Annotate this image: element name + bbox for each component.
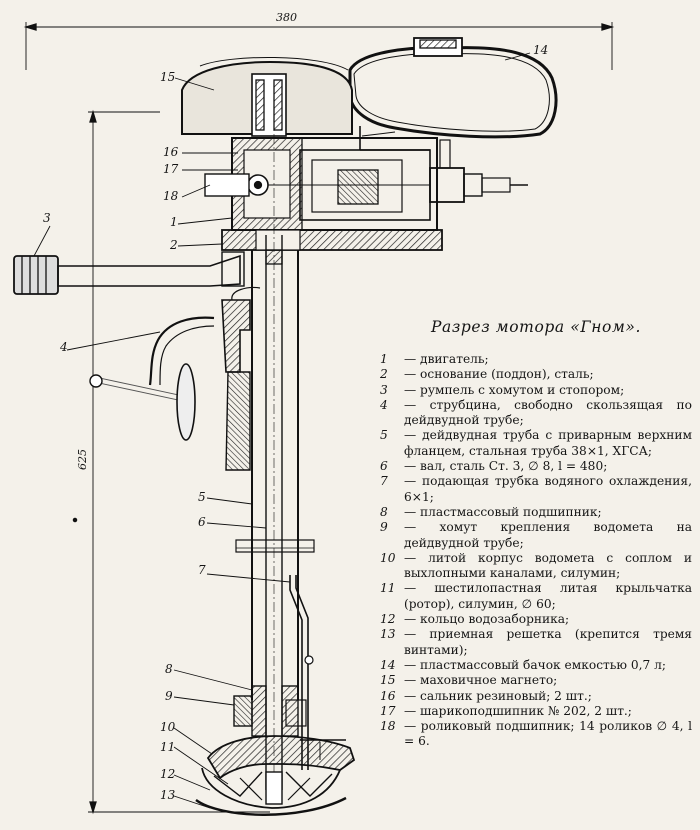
legend-item-text: — румпель с хомутом и стопором; (404, 382, 625, 397)
legend-item-number: 10 (380, 550, 396, 565)
legend-item-number: 8 (380, 504, 388, 519)
legend-item-text: — маховичное магнето; (404, 673, 558, 688)
legend-item-number: 9 (380, 520, 388, 535)
callout-16: 16 (163, 145, 179, 159)
callout-8: 8 (165, 662, 173, 676)
callout-11: 11 (160, 740, 176, 754)
legend-item-text: — вал, сталь Ст. 3, ∅ 8, l = 480; (404, 459, 608, 474)
legend-item-number: 5 (380, 428, 388, 443)
legend-item-text: — литой корпус водомета с соплом и выхло… (404, 550, 692, 581)
legend-item: 1 — двигатель; (380, 352, 692, 367)
legend-item-number: 1 (380, 352, 388, 366)
callout-18: 18 (163, 189, 179, 203)
legend-item-number: 18 (380, 719, 396, 734)
legend-item-text: — основание (поддон), сталь; (404, 367, 594, 382)
base-plate (221, 229, 443, 251)
legend-title: Разрез мотора «Гном». (430, 318, 642, 336)
legend-item-number: 6 (380, 459, 388, 474)
legend-item-number: 7 (380, 474, 388, 489)
callout-17: 17 (163, 162, 179, 176)
fuel-tank (348, 37, 558, 139)
legend-item-text: — приемная решетка (крепится тремя винта… (404, 627, 692, 657)
legend-item-text: — подающая трубка водяного охлаждения, 6… (404, 474, 692, 504)
tank-bracket (359, 126, 430, 151)
legend-item-text: — кольцо водозаборника; (404, 612, 570, 627)
legend-item-text: — пластмассовый бачок емкостью 0,7 л; (404, 657, 666, 672)
callout-2: 2 (170, 238, 178, 252)
legend-item: 9 — хомут крепления водомета на дейдвудно… (380, 520, 692, 551)
legend-item: 2 — основание (поддон), сталь; (380, 367, 692, 382)
legend-item-number: 11 (380, 581, 396, 596)
legend-item-number: 12 (380, 612, 396, 627)
legend-item-text: — дейдвудная труба с приварным верхним ф… (404, 428, 692, 458)
legend-item-number: 16 (380, 688, 396, 703)
legend-item-text: — роликовый подшипник; 14 роликов ∅ 4, l… (404, 719, 692, 749)
legend-item-number: 2 (380, 367, 388, 382)
tiller (13, 251, 245, 295)
legend-item: 10 — литой корпус водомета с соплом и вых… (380, 551, 692, 582)
callout-1: 1 (170, 215, 178, 229)
legend-item: 13 — приемная решетка (крепится тремя вин… (380, 627, 692, 658)
cooling-tube (289, 575, 314, 770)
callout-7: 7 (198, 563, 206, 577)
callout-10: 10 (160, 720, 176, 734)
width-dimension-line (23, 22, 615, 70)
legend-item: 12 — кольцо водозаборника; (380, 612, 692, 627)
legend-item-number: 13 (380, 627, 396, 642)
legend-item-text: — шестилопастная литая крыльчатка (ротор… (404, 581, 692, 611)
callout-13: 13 (160, 788, 176, 802)
callout-leaders (33, 52, 531, 809)
callout-12: 12 (160, 767, 176, 781)
legend-item: 5 — дейдвудная труба с приварным верхним … (380, 428, 692, 459)
callout-15: 15 (160, 70, 176, 84)
legend-item: 16 — сальник резиновый; 2 шт.; (380, 689, 692, 704)
legend-item-text: — пластмассовый подшипник; (404, 504, 602, 519)
height-dimension-label: 625 (76, 449, 89, 470)
legend-item: 17 — шарикоподшипник № 202, 2 шт.; (380, 704, 692, 719)
callout-9: 9 (165, 689, 173, 703)
legend-item: 8 — пластмассовый подшипник; (380, 505, 692, 520)
water-jet-housing (195, 735, 356, 816)
legend-item-number: 4 (380, 397, 388, 412)
engine-block (204, 137, 438, 231)
legend-item-text: — хомут крепления водомета на дейдвудной… (404, 520, 692, 550)
legend-item: 11 — шестилопастная литая крыльчатка (рот… (380, 581, 692, 612)
callout-5: 5 (198, 490, 206, 504)
legend: Разрез мотора «Гном». 1 — двигатель; 2 — о… (380, 318, 692, 750)
legend-item-text: — двигатель; (404, 352, 489, 366)
legend-item: 15 — маховичное магнето; (380, 673, 692, 688)
transom-clamp (89, 286, 261, 471)
callout-4: 4 (60, 340, 68, 354)
legend-item: 18 — роликовый подшипник; 14 роликов ∅ 4,… (380, 719, 692, 750)
legend-item-number: 3 (380, 382, 388, 397)
legend-item: 3 — румпель с хомутом и стопором; (380, 383, 692, 398)
legend-item: 14 — пластмассовый бачок емкостью 0,7 л; (380, 658, 692, 673)
callout-6: 6 (198, 515, 206, 529)
legend-item: 6 — вал, сталь Ст. 3, ∅ 8, l = 480; (380, 459, 692, 474)
legend-item-text: — шарикоподшипник № 202, 2 шт.; (404, 703, 632, 718)
legend-item: 4 — струбцина, свободно скользящая по дей… (380, 398, 692, 429)
width-dimension-label: 380 (276, 11, 297, 24)
callout-3: 3 (43, 211, 51, 225)
spark-plug (429, 139, 528, 203)
height-dimension-line (88, 109, 270, 815)
callout-14: 14 (533, 43, 549, 57)
lower-bearing-and-clamp (233, 685, 307, 737)
legend-list: 1 — двигатель; 2 — основание (поддон), ста… (380, 352, 692, 750)
legend-item-number: 14 (380, 657, 396, 672)
legend-item-text: — струбцина, свободно скользящая по дейд… (404, 397, 692, 428)
legend-item: 7 — подающая трубка водяного охлаждения, … (380, 474, 692, 505)
legend-item-number: 17 (380, 703, 396, 718)
legend-item-number: 15 (380, 673, 396, 688)
flywheel-magneto (181, 56, 353, 137)
legend-item-text: — сальник резиновый; 2 шт.; (404, 688, 592, 703)
